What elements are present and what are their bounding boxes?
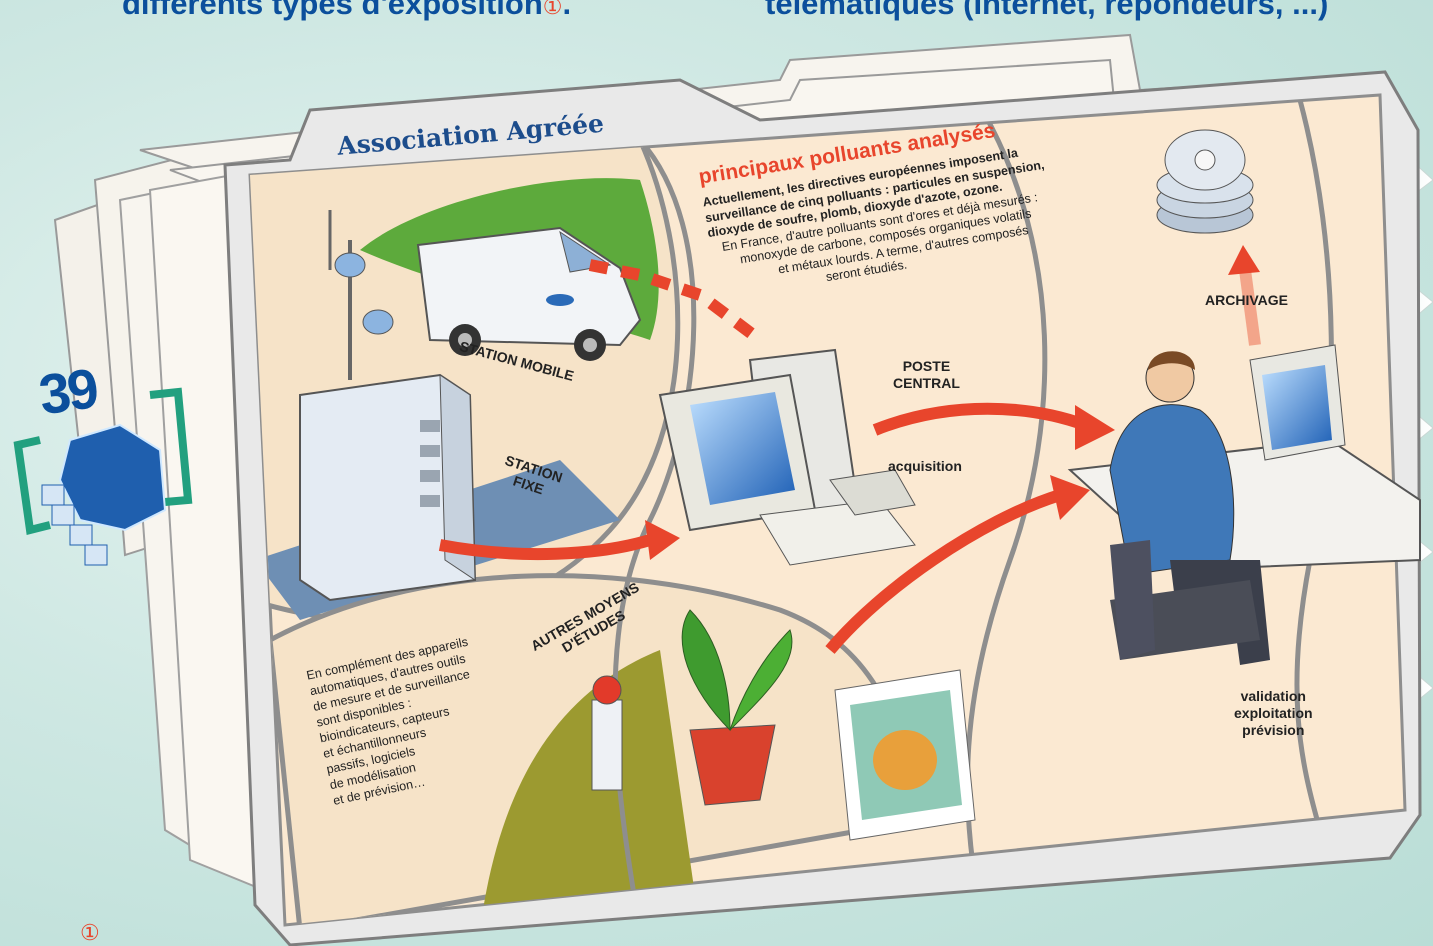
label-validation-block: validation exploitation prévision xyxy=(1234,688,1313,739)
other-means-objects xyxy=(591,609,976,841)
label-prevision: prévision xyxy=(1242,722,1305,738)
label-acquisition: acquisition xyxy=(888,458,962,474)
heading-left-end: . xyxy=(562,0,572,21)
label-exploitation: exploitation xyxy=(1234,705,1313,721)
archive-discs xyxy=(1156,129,1254,234)
label-validation: validation xyxy=(1240,688,1306,704)
fixed-station xyxy=(299,210,477,602)
badge-number: 39 xyxy=(35,356,100,427)
heading-left-text: différents types d'exposition xyxy=(122,0,543,21)
heading-right: télématiques (Internet, répondeurs, ...) xyxy=(765,0,1329,21)
footnote-ref: ① xyxy=(542,0,563,19)
label-poste-central-line-1: POSTE xyxy=(902,358,951,374)
central-computer xyxy=(658,348,916,566)
data-flow-arrows xyxy=(438,245,1261,654)
label-poste-central: POSTE CENTRAL xyxy=(893,358,960,392)
footnote-mark: ① xyxy=(80,920,100,945)
label-poste-central-line-2: CENTRAL xyxy=(893,375,960,391)
department-badge xyxy=(13,387,193,566)
label-archivage: ARCHIVAGE xyxy=(1205,292,1288,308)
operator-workstation xyxy=(1067,344,1421,665)
heading-left: différents types d'exposition①. xyxy=(122,0,571,22)
